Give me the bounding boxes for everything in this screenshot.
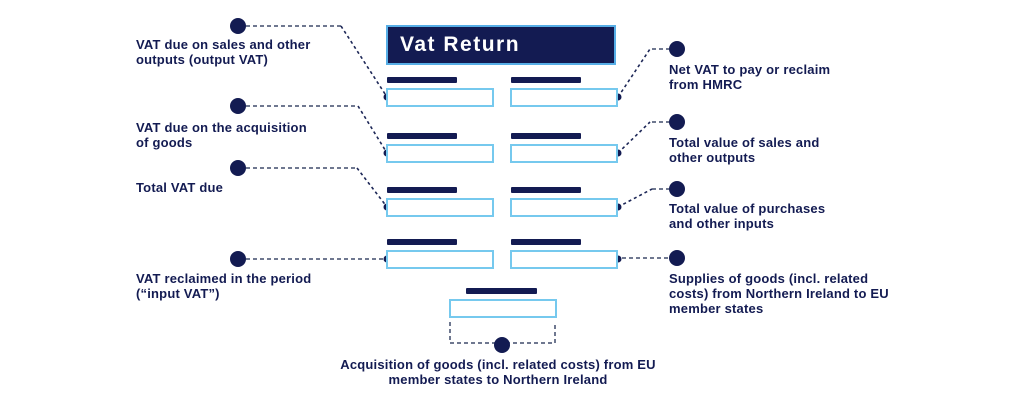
connector-r2-diag (617, 121, 651, 154)
field-label-bar (466, 288, 537, 294)
field-input-box (449, 299, 557, 318)
form-field-box6 (510, 133, 618, 163)
field-label-bar (387, 77, 457, 83)
connector-l3-diag (356, 167, 388, 208)
label-total-value-purchases: Total value of purchases and other input… (669, 201, 826, 231)
field-label-bar (511, 187, 581, 193)
connector-l1-diag (340, 25, 388, 98)
field-label-bar (387, 239, 457, 245)
form-field-box5 (510, 77, 618, 107)
field-label-bar (387, 133, 457, 139)
field-label-bar (511, 77, 581, 83)
label-dot-left-1 (230, 18, 246, 34)
label-dot-right-4 (669, 250, 685, 266)
field-label-bar (511, 239, 581, 245)
connector-r1-diag (617, 48, 651, 98)
connector-l2-diag (357, 105, 388, 154)
label-supplies-of-goods: Supplies of goods (incl. related costs) … (669, 271, 889, 316)
field-input-box (386, 250, 494, 269)
label-dot-left-4 (230, 251, 246, 267)
form-field-box4 (386, 239, 494, 269)
field-input-box (510, 144, 618, 163)
label-vat-due-acquisition: VAT due on the acquisition of goods (136, 120, 307, 150)
connector-r3-diag (617, 188, 653, 208)
label-dot-left-3 (230, 160, 246, 176)
field-input-box (510, 88, 618, 107)
field-input-box (386, 88, 494, 107)
form-field-box1 (386, 77, 494, 107)
field-input-box (510, 198, 618, 217)
label-acquisition-of-goods: Acquisition of goods (incl. related cost… (340, 357, 656, 387)
form-field-box9 (449, 288, 557, 318)
label-dot-right-2 (669, 114, 685, 130)
label-dot-left-2 (230, 98, 246, 114)
field-input-box (386, 144, 494, 163)
label-dot-bottom (494, 337, 510, 353)
label-dot-right-3 (669, 181, 685, 197)
diagram-title: Vat Return (400, 33, 521, 56)
label-vat-reclaimed: VAT reclaimed in the period (“input VAT”… (136, 271, 312, 301)
form-field-box2 (386, 133, 494, 163)
label-dot-right-1 (669, 41, 685, 57)
label-total-value-sales: Total value of sales and other outputs (669, 135, 820, 165)
form-field-box3 (386, 187, 494, 217)
field-label-bar (387, 187, 457, 193)
field-input-box (510, 250, 618, 269)
vat-return-title-box: Vat Return (386, 25, 616, 65)
field-label-bar (511, 133, 581, 139)
form-field-box8 (510, 239, 618, 269)
label-total-vat-due: Total VAT due (136, 180, 224, 195)
label-vat-due-sales: VAT due on sales and other outputs (outp… (136, 37, 311, 67)
field-input-box (386, 198, 494, 217)
form-field-box7 (510, 187, 618, 217)
label-net-vat: Net VAT to pay or reclaim from HMRC (669, 62, 831, 92)
